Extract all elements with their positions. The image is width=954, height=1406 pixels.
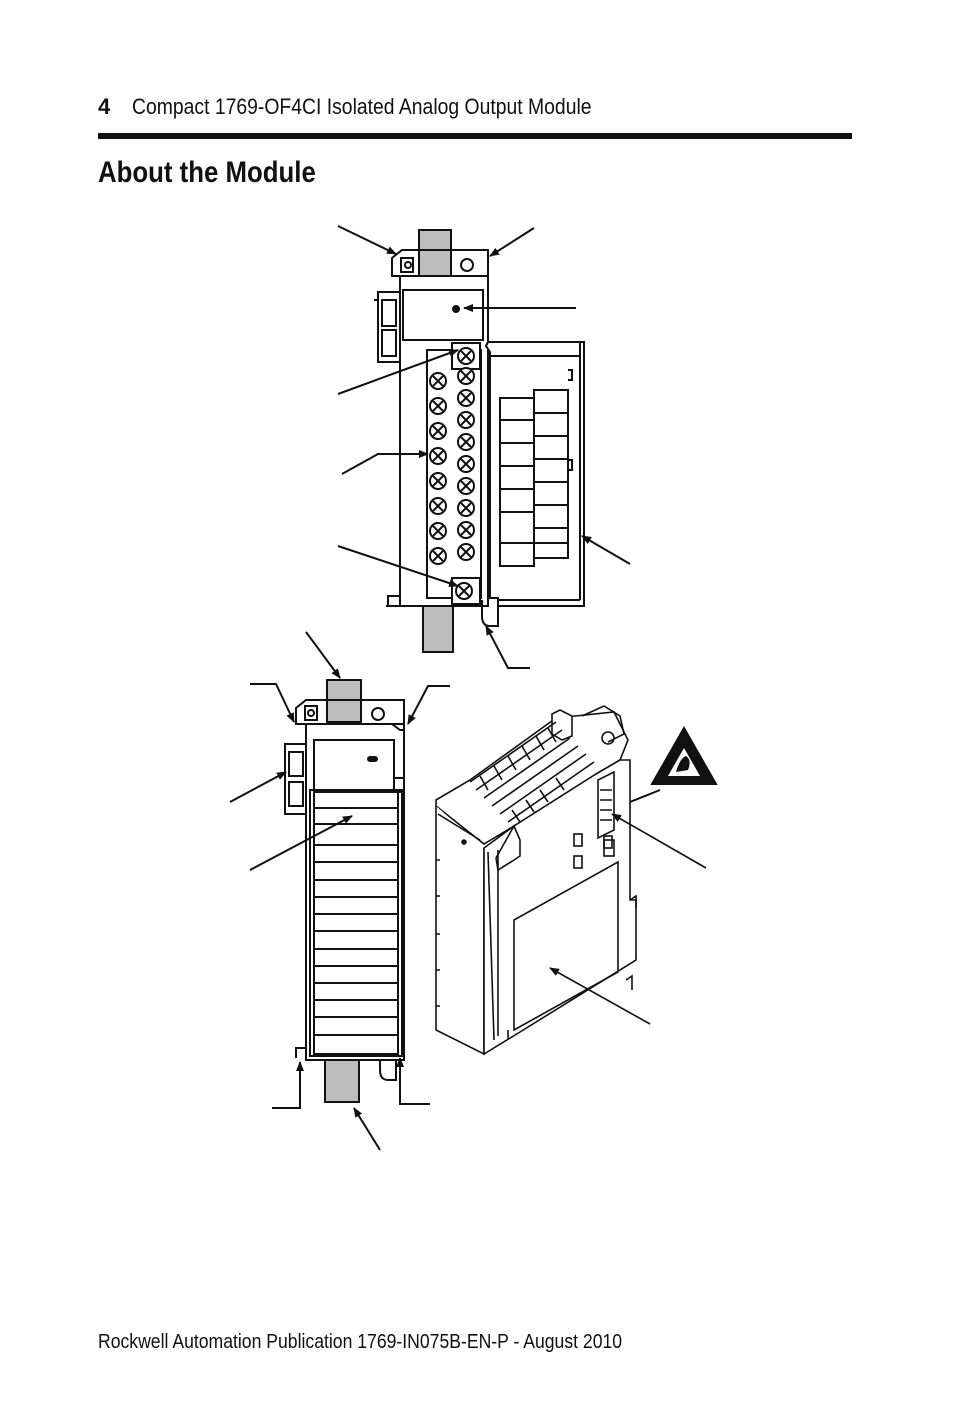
page-header: 4 Compact 1769-OF4CI Isolated Analog Out… bbox=[98, 94, 852, 124]
header-rule bbox=[98, 133, 852, 139]
section-heading: About the Module bbox=[98, 156, 316, 189]
module-isometric-illustration bbox=[435, 705, 707, 1056]
page-footer: Rockwell Automation Publication 1769-IN0… bbox=[98, 1331, 623, 1353]
module-side-view-illustration bbox=[229, 631, 450, 1151]
running-title: Compact 1769-OF4CI Isolated Analog Outpu… bbox=[132, 94, 592, 119]
page-number: 4 bbox=[98, 94, 110, 119]
esd-warning-icon bbox=[629, 725, 718, 803]
module-front-view-illustration bbox=[337, 225, 631, 669]
